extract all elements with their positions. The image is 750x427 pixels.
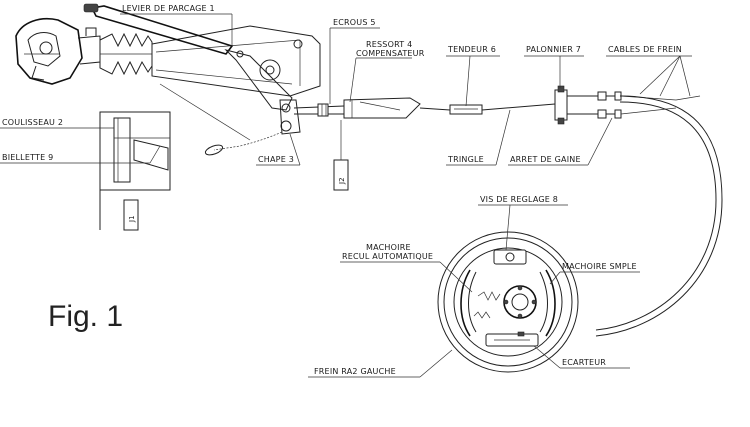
- safety-chain: [159, 83, 283, 156]
- palonnier: [554, 85, 701, 125]
- label-ecrous: ECROUS 5: [333, 18, 376, 27]
- label-chape: CHAPE 3: [258, 155, 294, 164]
- labels: LEVIER DE PARCAGE 1 ECROUS 5 RESSORT 4 C…: [2, 4, 682, 376]
- figure-label: Fig. 1: [48, 300, 123, 333]
- label-ressort-2: COMPENSATEUR: [356, 49, 425, 58]
- dimension-marks: [123, 120, 349, 231]
- label-levier: LEVIER DE PARCAGE 1: [122, 4, 215, 13]
- drawbar-body: [151, 25, 321, 97]
- label-ecarteur: ECARTEUR: [562, 358, 606, 367]
- coupling-head: [15, 18, 101, 85]
- label-j1: J1: [128, 215, 136, 223]
- label-j2: J2: [338, 177, 346, 185]
- rod-to-tendeur: [419, 103, 556, 115]
- brake-cable: [595, 95, 723, 337]
- inset-detail: [99, 111, 171, 230]
- label-palonnier: PALONNIER 7: [526, 45, 581, 54]
- label-tendeur: TENDEUR 6: [447, 45, 496, 54]
- bellows: [99, 32, 153, 76]
- compensator: [343, 97, 421, 119]
- push-rod: [293, 103, 345, 117]
- label-machoire-recul-2: RECUL AUTOMATIQUE: [342, 252, 433, 261]
- label-machoire-recul-1: MACHOIRE: [366, 243, 411, 252]
- brake-drum: [437, 231, 579, 373]
- label-coulisseau: COULISSEAU 2: [2, 118, 63, 127]
- label-ressort-1: RESSORT 4: [366, 40, 412, 49]
- label-machoire-simple: MACHOIRE SMPLE: [562, 262, 637, 271]
- label-vis-reglage: VIS DE REGLAGE 8: [480, 195, 558, 204]
- leader-lines: [0, 13, 692, 378]
- label-tringle: TRINGLE: [447, 155, 484, 164]
- label-arret: ARRET DE GAINE: [510, 155, 581, 164]
- label-biellette: BIELLETTE 9: [2, 153, 53, 162]
- parking-lever: [83, 3, 301, 135]
- label-cables: CABLES DE FREIN: [608, 45, 682, 54]
- label-frein: FREIN RA2 GAUCHE: [314, 367, 396, 376]
